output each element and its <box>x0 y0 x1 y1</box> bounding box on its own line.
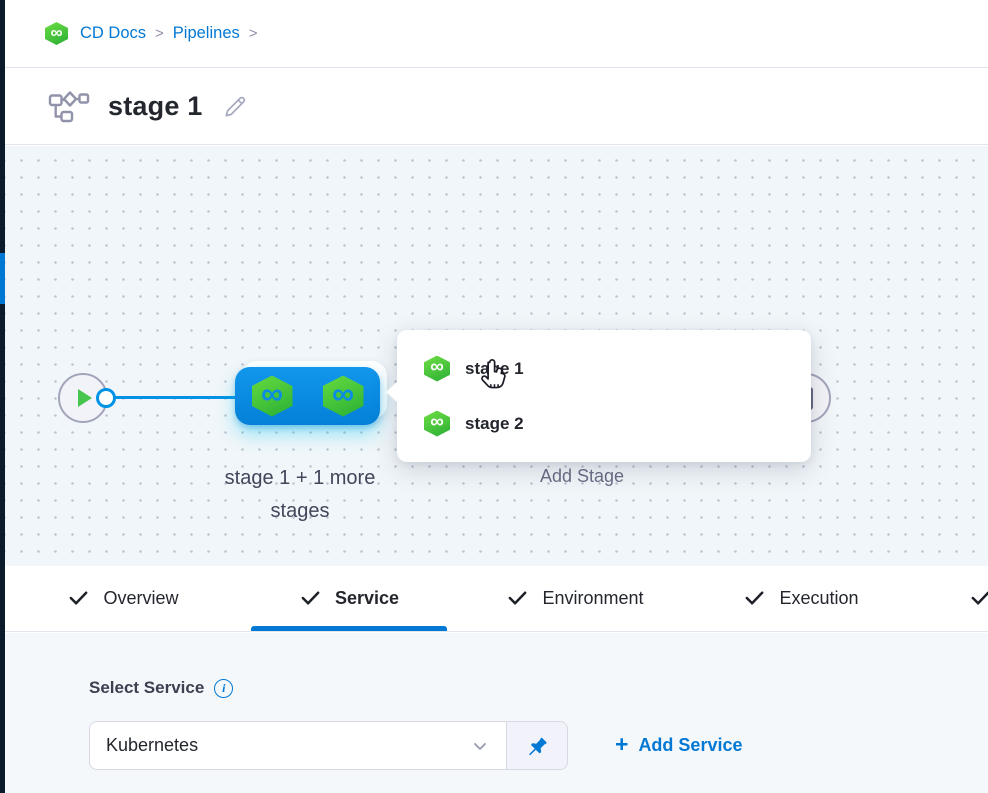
tab-service[interactable]: Service <box>251 566 447 631</box>
breadcrumb-separator-icon: > <box>155 25 164 42</box>
tab-overview[interactable]: Overview <box>25 566 221 631</box>
service-select[interactable]: Kubernetes <box>89 721 506 770</box>
popup-caret <box>386 381 398 403</box>
tab-execution[interactable]: Execution <box>703 566 899 631</box>
pin-icon <box>529 736 547 755</box>
stage-list-popup: ∞ stage 1 ∞ stage 2 <box>386 330 811 462</box>
popup-item-stage-1[interactable]: ∞ stage 1 <box>397 341 811 396</box>
popup-item-stage-2[interactable]: ∞ stage 2 <box>397 396 811 451</box>
breadcrumb-separator-icon: > <box>248 25 258 42</box>
breadcrumb-link-cd-docs[interactable]: CD Docs <box>80 24 147 42</box>
edge-connector-port[interactable] <box>96 388 116 408</box>
stage-group-node[interactable]: ∞ ∞ <box>235 367 380 425</box>
check-icon <box>70 591 88 605</box>
cd-stage-icon: ∞ <box>424 355 450 382</box>
pipeline-icon <box>48 91 90 123</box>
pipeline-canvas[interactable]: ∞ ∞ stage 1 + 1 more stages Add Stage ∞ … <box>5 146 988 566</box>
pin-service-button[interactable] <box>506 721 568 770</box>
check-icon <box>971 591 988 605</box>
breadcrumb: ∞ CD Docs > Pipelines > <box>5 0 988 68</box>
add-service-button[interactable]: + Add Service <box>615 731 743 757</box>
check-icon <box>509 591 527 605</box>
rail-scroll-indicator[interactable] <box>0 253 5 304</box>
stage-config-tabs: Overview Service Environment Execution A… <box>5 566 988 632</box>
play-icon <box>78 389 92 407</box>
left-rail <box>0 0 5 793</box>
info-icon[interactable]: i <box>214 678 234 698</box>
cd-stage-icon: ∞ <box>322 375 364 417</box>
cd-stage-icon: ∞ <box>424 410 450 437</box>
breadcrumb-link-pipelines[interactable]: Pipelines <box>172 24 240 42</box>
tab-environment[interactable]: Environment <box>477 566 673 631</box>
tab-advanced[interactable]: Advanced <box>929 566 988 631</box>
stage-title-bar: stage 1 <box>5 69 988 145</box>
service-panel: Select Service i Kubernetes + Add Servic… <box>5 633 988 793</box>
check-icon <box>301 591 320 605</box>
add-stage-label[interactable]: Add Stage <box>539 466 625 486</box>
page-title: stage 1 <box>108 91 203 121</box>
chevron-down-icon <box>474 742 486 750</box>
check-icon <box>746 591 764 605</box>
cd-stage-icon: ∞ <box>251 375 293 417</box>
edit-pencil-icon[interactable] <box>222 94 248 120</box>
select-service-label: Select Service <box>89 678 205 697</box>
service-select-value: Kubernetes <box>106 735 199 755</box>
pipeline-edge <box>113 395 237 399</box>
plus-icon: + <box>615 731 629 757</box>
harness-logo-icon: ∞ <box>45 22 68 45</box>
stage-group-caption: stage 1 + 1 more stages <box>224 467 376 522</box>
